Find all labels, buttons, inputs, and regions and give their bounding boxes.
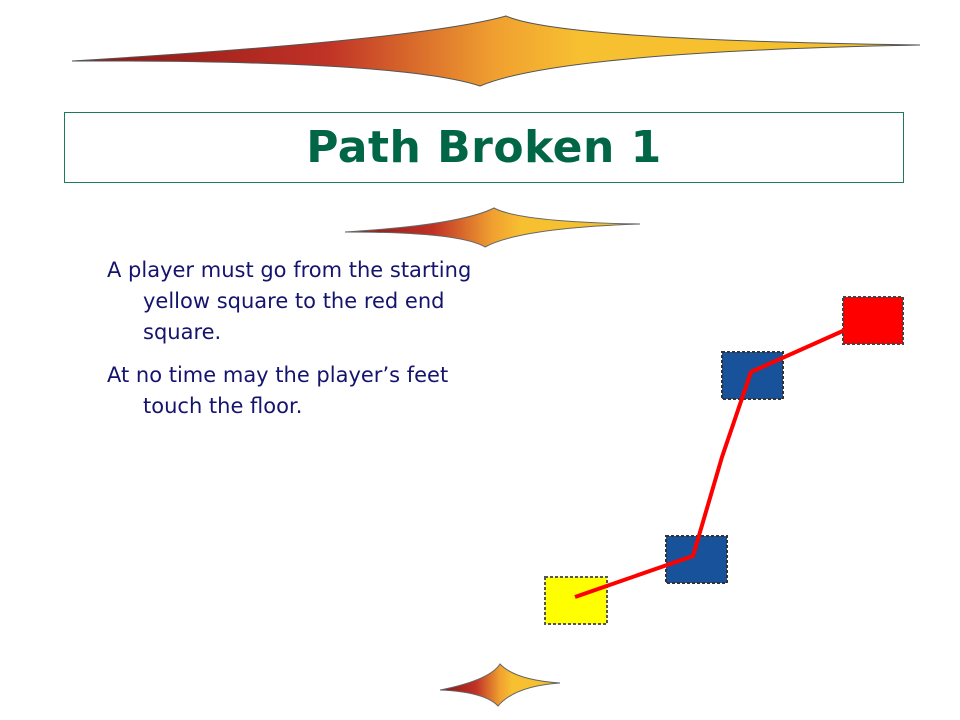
slide-body: A player must go from the starting yello… (107, 255, 477, 434)
stepping-square-2 (721, 351, 784, 400)
end-square-red (842, 296, 904, 345)
start-square-yellow (544, 576, 608, 625)
decorative-star-middle (344, 207, 641, 248)
paragraph-rule-1: A player must go from the starting yello… (107, 258, 472, 344)
path-line (574, 328, 846, 599)
decorative-star-top (71, 15, 921, 87)
slide-title: Path Broken 1 (306, 122, 662, 173)
title-box: Path Broken 1 (64, 112, 904, 183)
decorative-star-bottom (439, 663, 561, 707)
paragraph-rule-2: At no time may the player’s feet touch t… (107, 363, 449, 418)
